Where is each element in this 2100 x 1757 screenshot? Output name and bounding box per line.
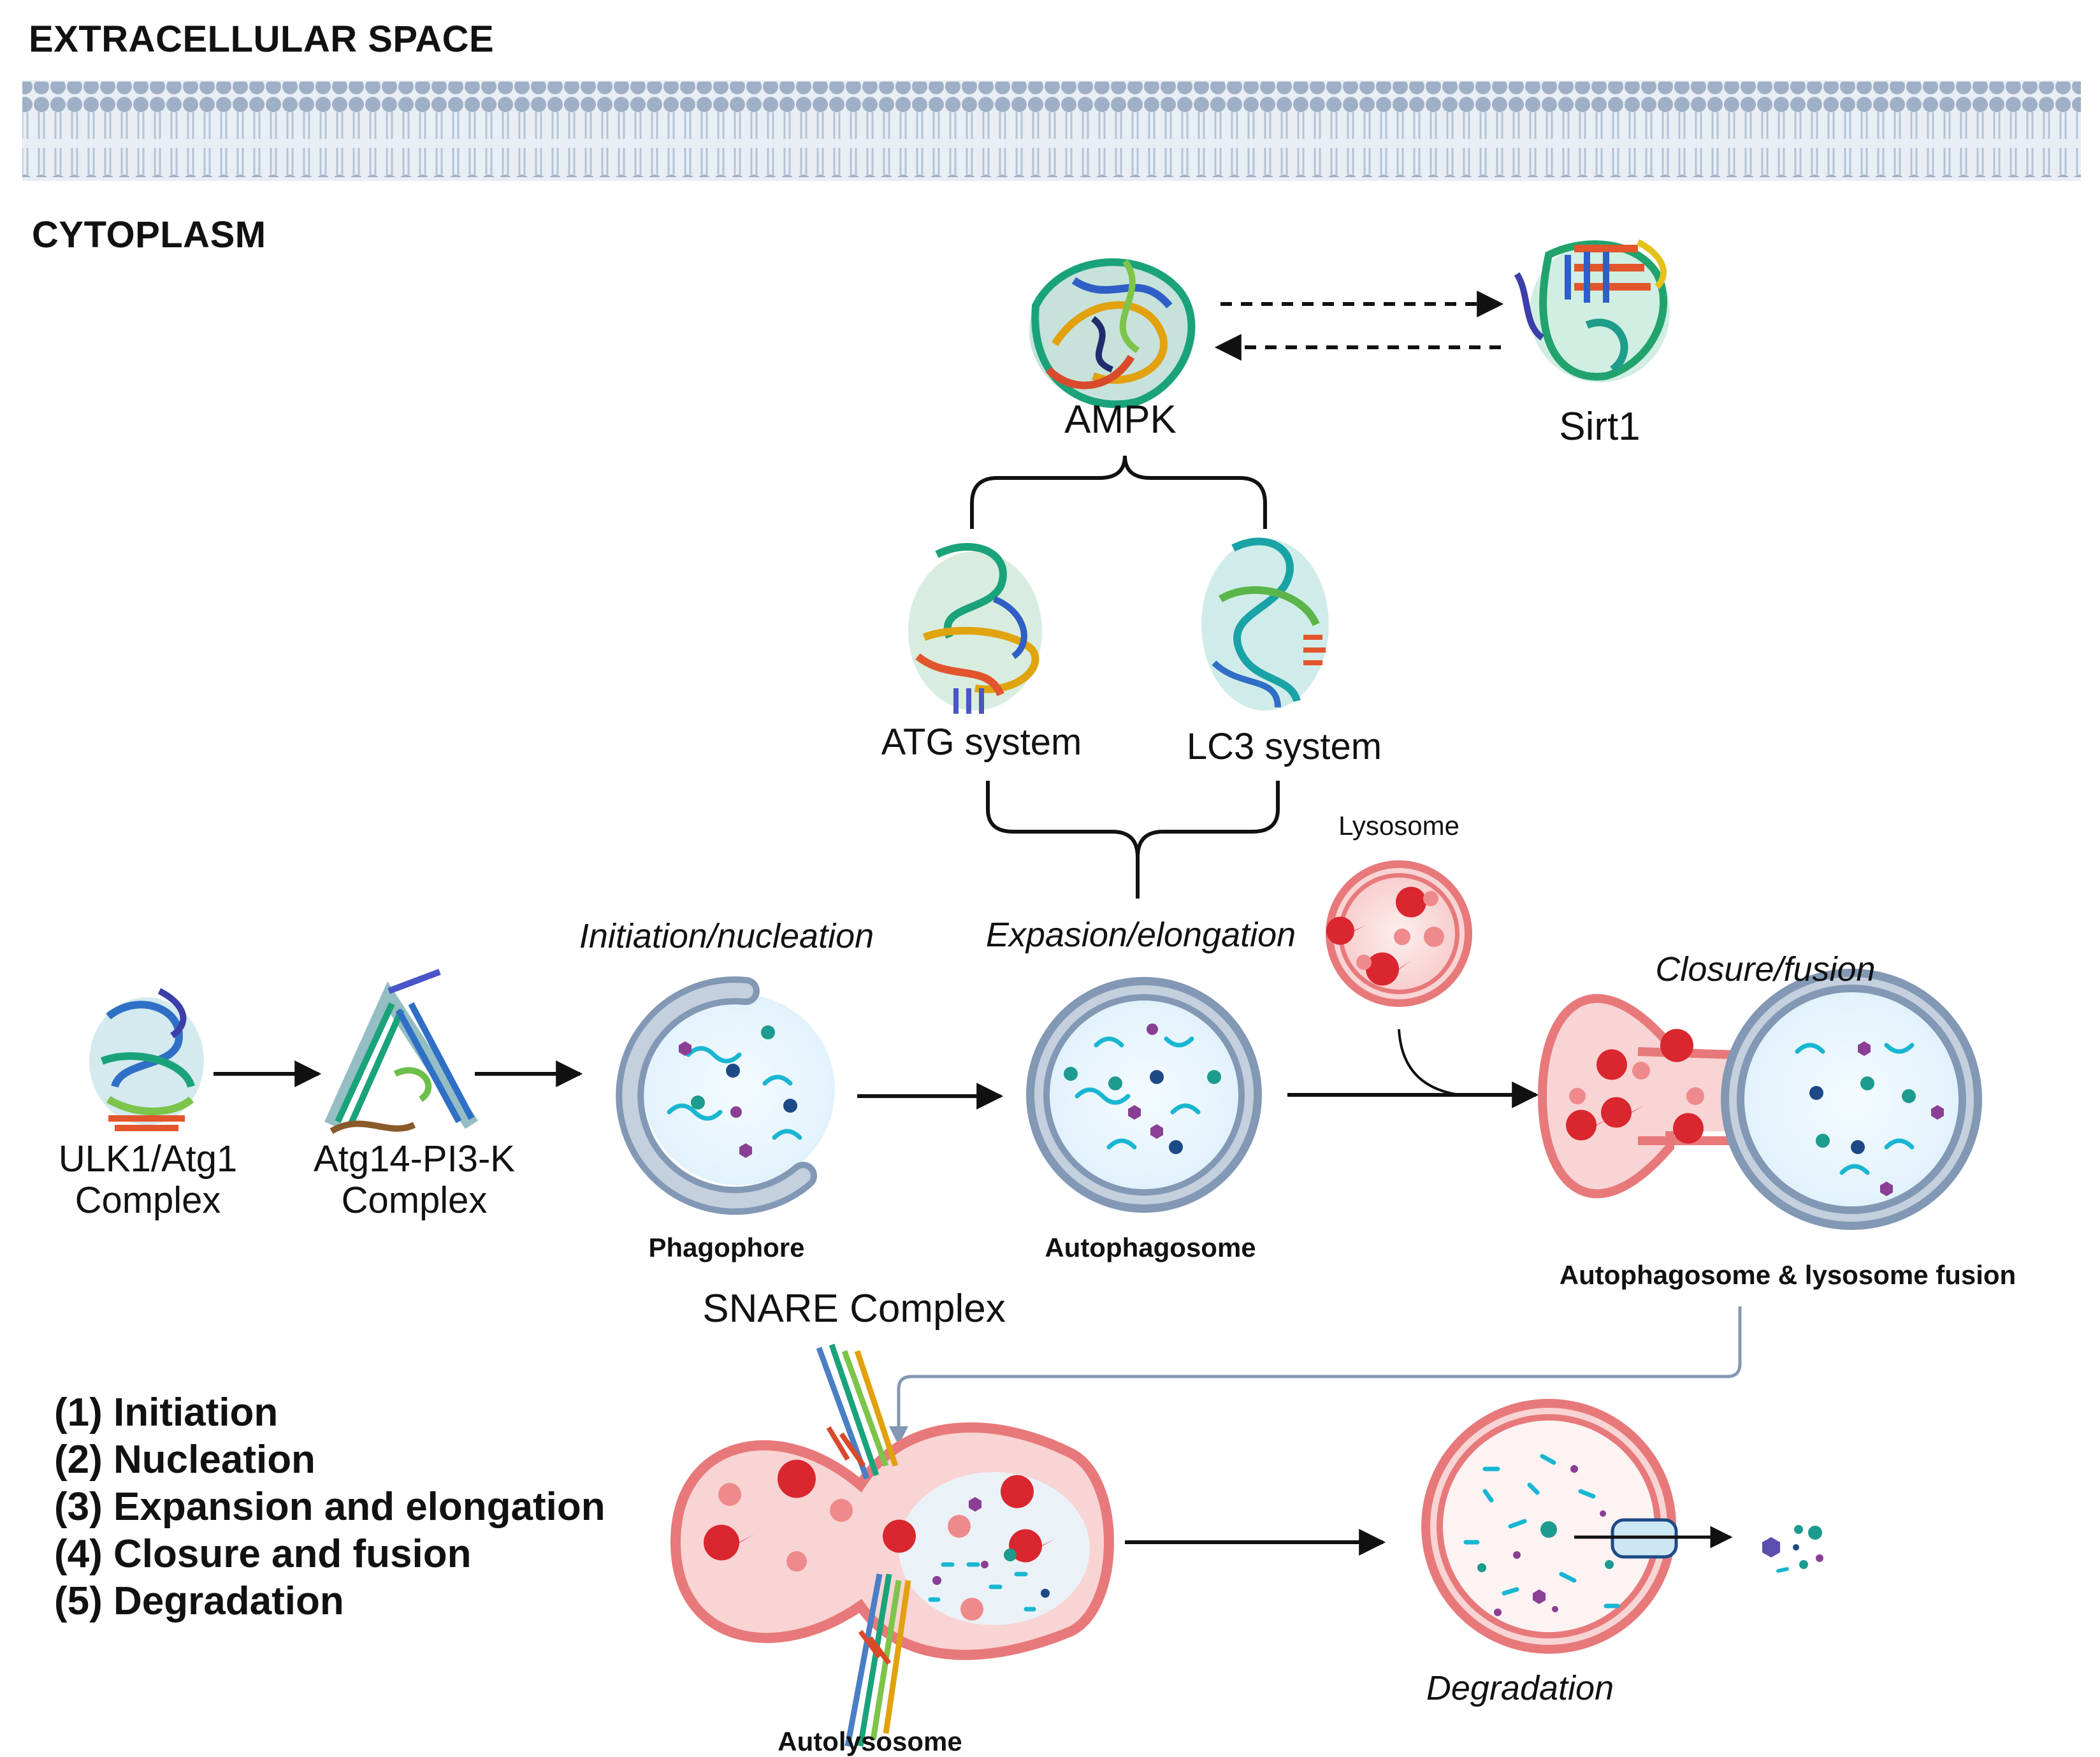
ulk1-complex-label-line1: ULK1/Atg1 (58, 1138, 238, 1180)
autophagosome-label: Autophagosome (1045, 1233, 1256, 1262)
ampk-bracket (970, 455, 1267, 529)
lc3-system-protein-icon (1201, 537, 1329, 711)
atg-system-label: ATG system (881, 721, 1082, 763)
stage-initiation-nucleation: Initiation/nucleation (579, 917, 874, 955)
snare-complex-label: SNARE Complex (702, 1287, 1006, 1331)
lc3-system-label: LC3 system (1186, 726, 1382, 767)
atg-system-protein-icon (908, 543, 1042, 714)
lysosome-label: Lysosome (1338, 811, 1459, 841)
ulk1-complex-label-line2: Complex (75, 1180, 221, 1221)
legend-item-1: (1) Initiation (54, 1391, 279, 1435)
autolysosome-label: Autolysosome (778, 1726, 962, 1756)
lysosome-merge-curve (1398, 1029, 1460, 1096)
atg14-complex-label-line1: Atg14-PI3-K (314, 1138, 515, 1180)
systems-bracket (986, 781, 1280, 858)
plasma-membrane (22, 80, 2081, 181)
snare-complex-icon (816, 1343, 911, 1747)
autolysosome (670, 1422, 1114, 1660)
phagophore (616, 976, 835, 1215)
atg14-complex-protein-icon (324, 969, 479, 1134)
ampk-protein-icon (1029, 258, 1196, 409)
cytoplasm-label: CYTOPLASM (32, 214, 266, 256)
released-molecules (1762, 1525, 1823, 1573)
sirt1-protein-icon (1514, 239, 1670, 382)
stages-legend: (1) Initiation (2) Nucleation (3) Expans… (54, 1389, 605, 1625)
autophagosome (1026, 977, 1262, 1213)
degradation-vesicle (1421, 1399, 1676, 1654)
fusion-structure (1537, 969, 1982, 1230)
phagophore-label: Phagophore (648, 1233, 805, 1262)
legend-item-4: (4) Closure and fusion (54, 1532, 472, 1576)
fusion-label: Autophagosome & lysosome fusion (1559, 1260, 2017, 1290)
stage-expansion-elongation: Expasion/elongation (985, 916, 1296, 954)
stage-closure-fusion: Closure/fusion (1655, 950, 1876, 988)
atg14-complex-label-line2: Complex (341, 1180, 488, 1221)
legend-item-2: (2) Nucleation (54, 1438, 315, 1482)
extracellular-space-label: EXTRACELLULAR SPACE (29, 18, 495, 60)
legend-item-5: (5) Degradation (54, 1579, 344, 1623)
sirt1-label: Sirt1 (1559, 405, 1640, 449)
ampk-label: AMPK (1064, 398, 1177, 442)
fusion-to-autolysosome-connector (889, 1306, 1742, 1445)
ulk1-complex-protein-icon (89, 988, 204, 1131)
stage-degradation: Degradation (1426, 1669, 1614, 1707)
legend-item-3: (3) Expansion and elongation (54, 1485, 605, 1529)
lysosome (1326, 860, 1472, 1007)
